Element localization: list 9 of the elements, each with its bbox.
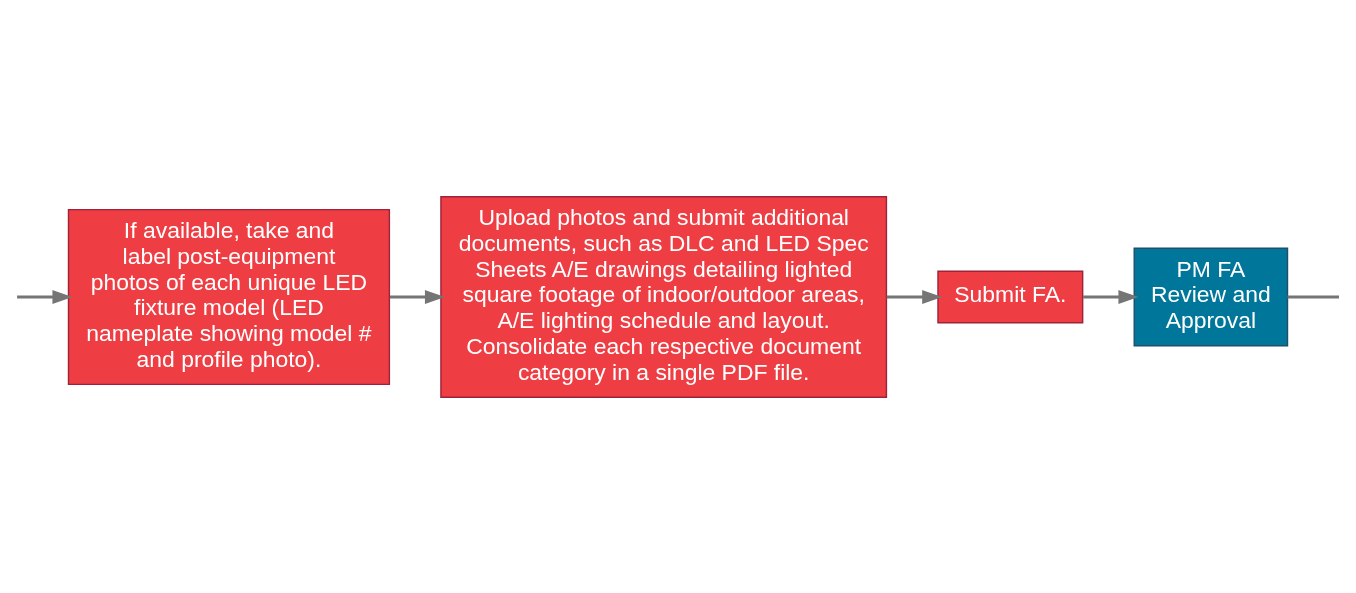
arrow xyxy=(389,289,446,304)
arrow xyxy=(886,289,943,304)
arrow xyxy=(1083,289,1139,304)
node-box: PM FA Review and Approval xyxy=(1133,247,1289,346)
arrow xyxy=(17,289,73,304)
node-box: Upload photos and submit additional documents, such as DLC and LED Spec Sheets A/E drawings detailing lighted square footage of indoor/outdoor areas, A/E lighting schedule and layout. Consolidate each respective document category in a single PDF file. xyxy=(440,195,888,398)
connector xyxy=(1287,295,1339,298)
node-box: Submit FA. xyxy=(937,270,1084,323)
node-box: If available, take and label post-equipment photos of each unique LED fixture model (LED nameplate showing model # and profile photo). xyxy=(67,208,391,385)
